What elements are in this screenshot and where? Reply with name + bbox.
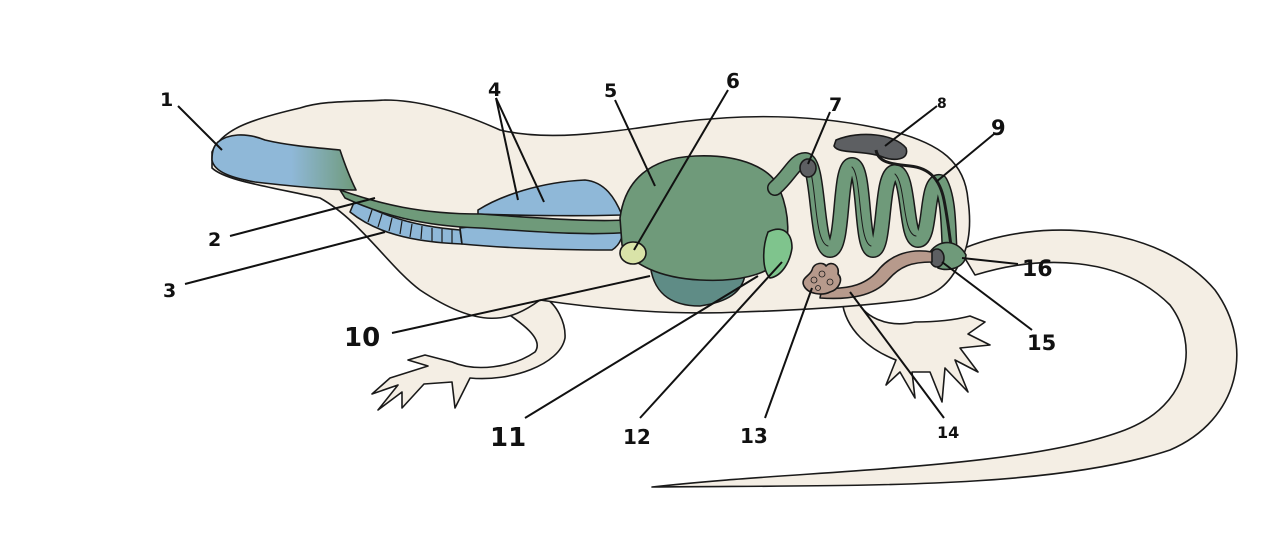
- label-6: 6: [726, 69, 740, 93]
- leader-12: [639, 261, 783, 419]
- label-3: 3: [163, 280, 176, 302]
- stomach: [619, 155, 789, 282]
- ovary: [802, 262, 842, 295]
- leader-9: [935, 133, 995, 183]
- label-15: 15: [1027, 331, 1056, 355]
- label-1: 1: [160, 89, 173, 111]
- label-10: 10: [344, 323, 380, 353]
- leader-2: [229, 197, 376, 237]
- tail: [651, 229, 1238, 488]
- label-2: 2: [208, 229, 221, 251]
- leader-4b: [495, 97, 545, 203]
- leader-6: [633, 89, 729, 251]
- label-16: 16: [1022, 257, 1053, 282]
- hind-leg: [841, 294, 991, 403]
- leader-10: [391, 275, 651, 334]
- leader-7: [807, 111, 831, 165]
- label-9: 9: [991, 116, 1006, 140]
- leader-13: [764, 287, 813, 419]
- leader-11: [524, 275, 759, 419]
- label-8: 8: [937, 96, 947, 112]
- pancreas: [762, 228, 793, 279]
- leader-3: [184, 231, 386, 285]
- front-leg: [371, 297, 566, 411]
- label-4: 4: [488, 79, 501, 101]
- label-5: 5: [604, 80, 617, 102]
- ureter: [874, 149, 954, 253]
- labels: 1 2 3 4 5 6 7 8 9 10 11 12 13 14 15 16: [160, 69, 1056, 453]
- oviduct: [819, 250, 933, 300]
- leader-14: [849, 291, 945, 419]
- label-12: 12: [623, 425, 651, 449]
- leader-lines: [177, 89, 1033, 419]
- gallbladder: [619, 241, 647, 265]
- leader-16: [961, 257, 1019, 265]
- label-11: 11: [490, 423, 526, 453]
- head-mouth-region: [211, 134, 357, 191]
- leader-15: [941, 261, 1033, 331]
- spleen: [799, 158, 817, 178]
- leader-5: [614, 99, 656, 187]
- leader-8: [884, 105, 938, 147]
- small-intestine-fill: [768, 153, 957, 259]
- leader-1: [177, 105, 223, 151]
- upper-lung: [477, 179, 623, 217]
- label-14: 14: [937, 423, 959, 442]
- kidney: [833, 133, 908, 161]
- leader-4a: [495, 97, 519, 201]
- label-13: 13: [740, 424, 768, 448]
- label-7: 7: [829, 94, 842, 116]
